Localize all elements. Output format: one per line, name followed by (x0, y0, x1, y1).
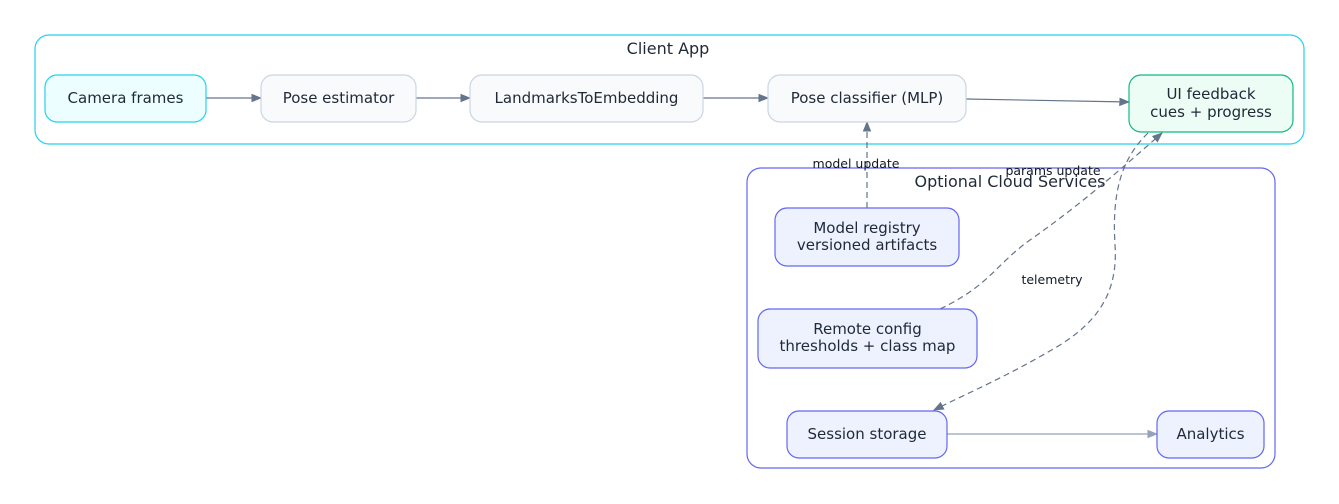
cluster-client-app: Client App (34, 34, 1305, 145)
cluster-client-app-label: Client App (627, 39, 710, 58)
node-pose-classifier-label: Pose classifier (MLP) (791, 89, 944, 107)
node-pose-classifier: Pose classifier (MLP) (767, 74, 967, 123)
edge-config-to-ui-feedback (939, 132, 1163, 310)
node-landmarks-to-embedding-label: LandmarksToEmbedding (495, 89, 679, 107)
node-ui-feedback-line-1: UI feedback (1166, 85, 1255, 103)
node-ui-feedback-box (1128, 74, 1294, 133)
node-pose-estimator-label: Pose estimator (283, 89, 395, 107)
node-analytics-box (1156, 410, 1265, 459)
cluster-cloud-border (746, 167, 1276, 469)
cluster-cloud-services: Optional Cloud Services (746, 167, 1276, 469)
node-model-registry-line-2: versioned artifacts (797, 236, 937, 254)
node-camera-frames-box (44, 74, 207, 123)
node-remote-config-line-2: thresholds + class map (780, 337, 956, 355)
node-remote-config: Remote config thresholds + class map (757, 308, 978, 369)
node-camera-frames: Camera frames (44, 74, 207, 123)
edge-ui-feedback-to-session-storage (933, 132, 1149, 411)
edges (206, 93, 1163, 439)
node-remote-config-box (757, 308, 978, 369)
node-analytics-label: Analytics (1176, 425, 1244, 443)
node-landmarks-to-embedding-box (469, 74, 704, 123)
node-ui-feedback: UI feedback cues + progress (1128, 74, 1294, 133)
node-camera-frames-label: Camera frames (68, 89, 184, 107)
node-pose-classifier-box (767, 74, 967, 123)
node-model-registry-box (774, 207, 960, 267)
cluster-client-app-border (34, 34, 1305, 145)
node-session-storage-label: Session storage (808, 425, 927, 443)
node-session-storage: Session storage (786, 410, 948, 459)
node-session-storage-box (786, 410, 948, 459)
node-pose-estimator: Pose estimator (260, 74, 417, 123)
edge-classifier-to-ui-feedback (965, 97, 1131, 107)
node-landmarks-to-embedding: LandmarksToEmbedding (469, 74, 704, 123)
node-model-registry-line-1: Model registry (813, 219, 920, 237)
node-analytics: Analytics (1156, 410, 1265, 459)
edge-label-model-update: model update (813, 156, 900, 171)
node-remote-config-line-1: Remote config (813, 320, 922, 338)
node-ui-feedback-line-2: cues + progress (1150, 103, 1272, 121)
node-model-registry: Model registry versioned artifacts (774, 207, 960, 267)
node-pose-estimator-box (260, 74, 417, 123)
edge-label-telemetry: telemetry (1021, 272, 1083, 287)
cluster-cloud-label: Optional Cloud Services (915, 172, 1106, 191)
edge-label-params-update: params update (1005, 163, 1100, 178)
